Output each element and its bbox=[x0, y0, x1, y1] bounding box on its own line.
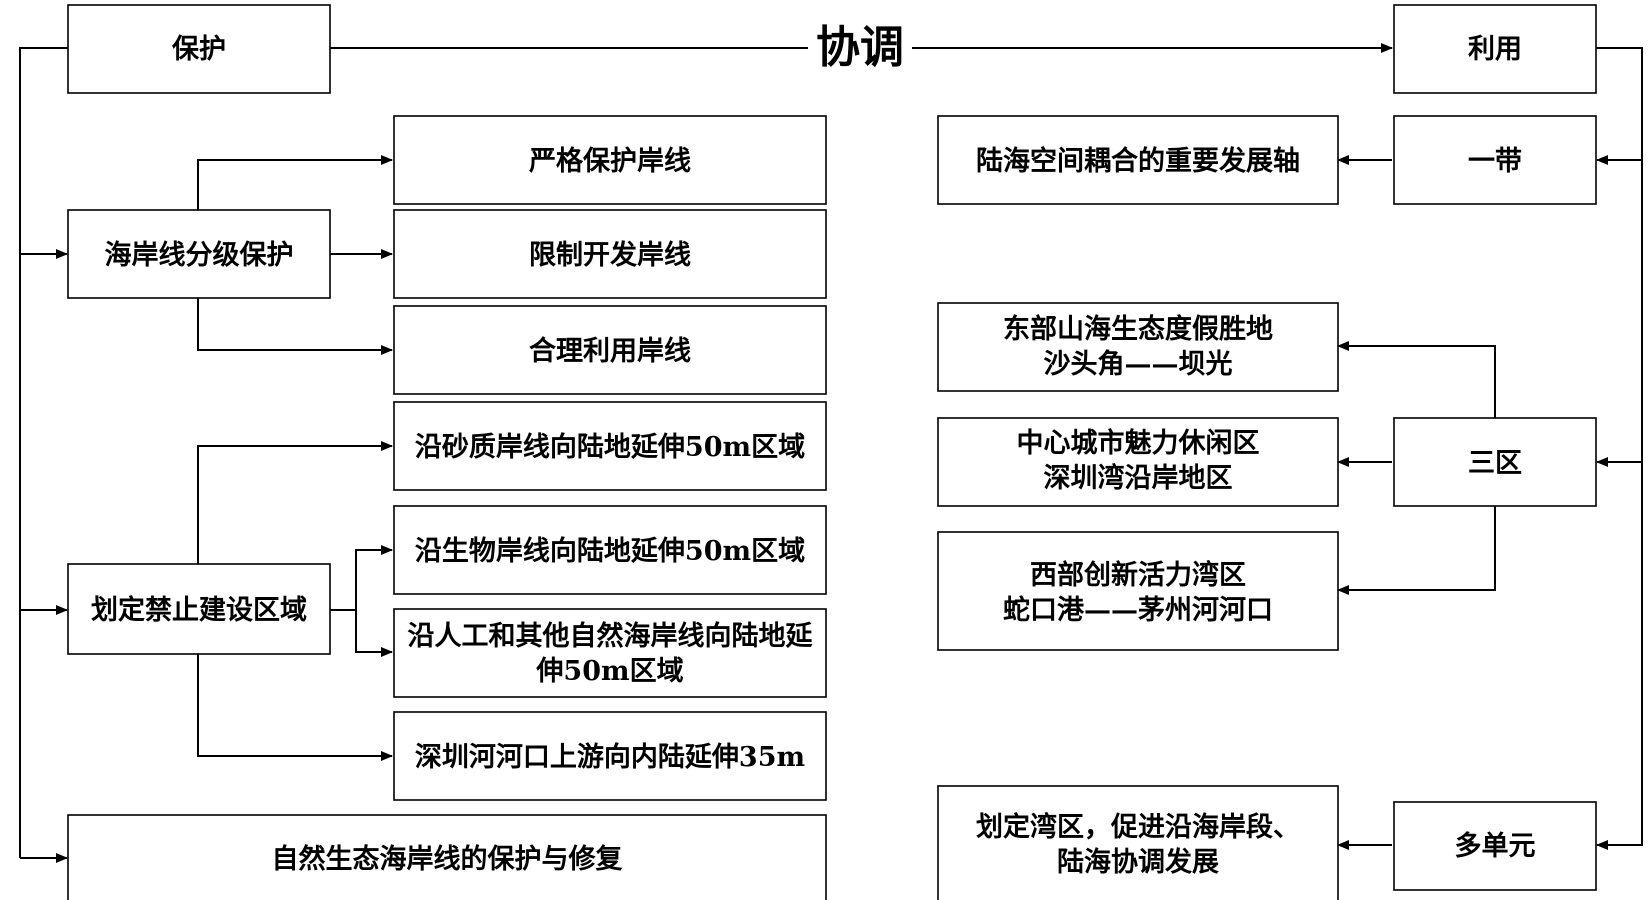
no-build-item-1-box: 沿砂质岸线向陆地延伸50m区域 bbox=[393, 401, 827, 491]
zone-east-box: 东部山海生态度假胜地 沙头角——坝光 bbox=[937, 302, 1339, 392]
zone-east-label-line2: 沙头角——坝光 bbox=[1044, 348, 1233, 380]
graded-protection-box: 海岸线分级保护 bbox=[67, 209, 331, 299]
zone-central-box: 中心城市魅力休闲区 深圳湾沿岸地区 bbox=[937, 417, 1339, 507]
bay-division-label-line1: 划定湾区，促进沿海岸段、 bbox=[976, 811, 1300, 843]
connectors bbox=[19, 43, 1643, 863]
development-axis-box: 陆海空间耦合的重要发展轴 bbox=[937, 115, 1339, 205]
one-belt-box: 一带 bbox=[1393, 115, 1597, 205]
no-build-item-2-label: 沿生物岸线向陆地延伸50m区域 bbox=[415, 535, 805, 567]
multi-unit-box: 多单元 bbox=[1393, 801, 1597, 891]
no-build-item-4-label: 深圳河河口上游向内陆延伸35m bbox=[415, 741, 805, 773]
graded-item-3-label: 合理利用岸线 bbox=[529, 335, 691, 367]
zone-east-label-line1: 东部山海生态度假胜地 bbox=[1003, 313, 1273, 345]
development-axis-label: 陆海空间耦合的重要发展轴 bbox=[976, 145, 1300, 177]
graded-item-2-box: 限制开发岸线 bbox=[393, 209, 827, 299]
utilize-header-box: 利用 bbox=[1393, 4, 1597, 94]
zone-central-label-line2: 深圳湾沿岸地区 bbox=[1044, 462, 1233, 494]
center-title: 协调 bbox=[816, 22, 904, 73]
no-build-zone-box: 划定禁止建设区域 bbox=[67, 563, 331, 655]
no-build-item-3-box: 沿人工和其他自然海岸线向陆地延 伸50m区域 bbox=[393, 608, 827, 698]
bay-division-box: 划定湾区，促进沿海岸段、 陆海协调发展 bbox=[937, 785, 1339, 900]
graded-item-2-label: 限制开发岸线 bbox=[529, 239, 691, 271]
zone-west-label-line2: 蛇口港——茅州河河口 bbox=[1003, 594, 1273, 626]
no-build-zone-label: 划定禁止建设区域 bbox=[91, 594, 307, 626]
graded-item-3-box: 合理利用岸线 bbox=[393, 305, 827, 395]
no-build-item-1-label: 沿砂质岸线向陆地延伸50m区域 bbox=[415, 431, 805, 463]
three-zones-box: 三区 bbox=[1393, 417, 1597, 507]
graded-item-1-box: 严格保护岸线 bbox=[393, 115, 827, 205]
zone-west-box: 西部创新活力湾区 蛇口港——茅州河河口 bbox=[937, 531, 1339, 651]
zone-central-label-line1: 中心城市魅力休闲区 bbox=[1017, 427, 1260, 459]
bay-division-label-line2: 陆海协调发展 bbox=[1057, 846, 1219, 878]
graded-protection-label: 海岸线分级保护 bbox=[105, 239, 294, 271]
restoration-box: 自然生态海岸线的保护与修复 bbox=[67, 814, 827, 900]
three-zones-label: 三区 bbox=[1468, 448, 1522, 479]
no-build-item-2-box: 沿生物岸线向陆地延伸50m区域 bbox=[393, 505, 827, 595]
no-build-item-4-box: 深圳河河口上游向内陆延伸35m bbox=[393, 711, 827, 801]
zone-west-label-line1: 西部创新活力湾区 bbox=[1030, 559, 1246, 591]
protect-header-label: 保护 bbox=[171, 34, 226, 65]
multi-unit-label: 多单元 bbox=[1455, 831, 1536, 862]
graded-item-1-label: 严格保护岸线 bbox=[529, 146, 691, 177]
one-belt-label: 一带 bbox=[1468, 146, 1522, 177]
protect-header-box: 保护 bbox=[67, 4, 331, 94]
utilize-header-label: 利用 bbox=[1468, 34, 1522, 65]
no-build-item-3-label-line2: 伸50m区域 bbox=[535, 656, 683, 687]
restoration-label: 自然生态海岸线的保护与修复 bbox=[272, 843, 624, 875]
no-build-item-3-label-line1: 沿人工和其他自然海岸线向陆地延 bbox=[408, 620, 814, 652]
